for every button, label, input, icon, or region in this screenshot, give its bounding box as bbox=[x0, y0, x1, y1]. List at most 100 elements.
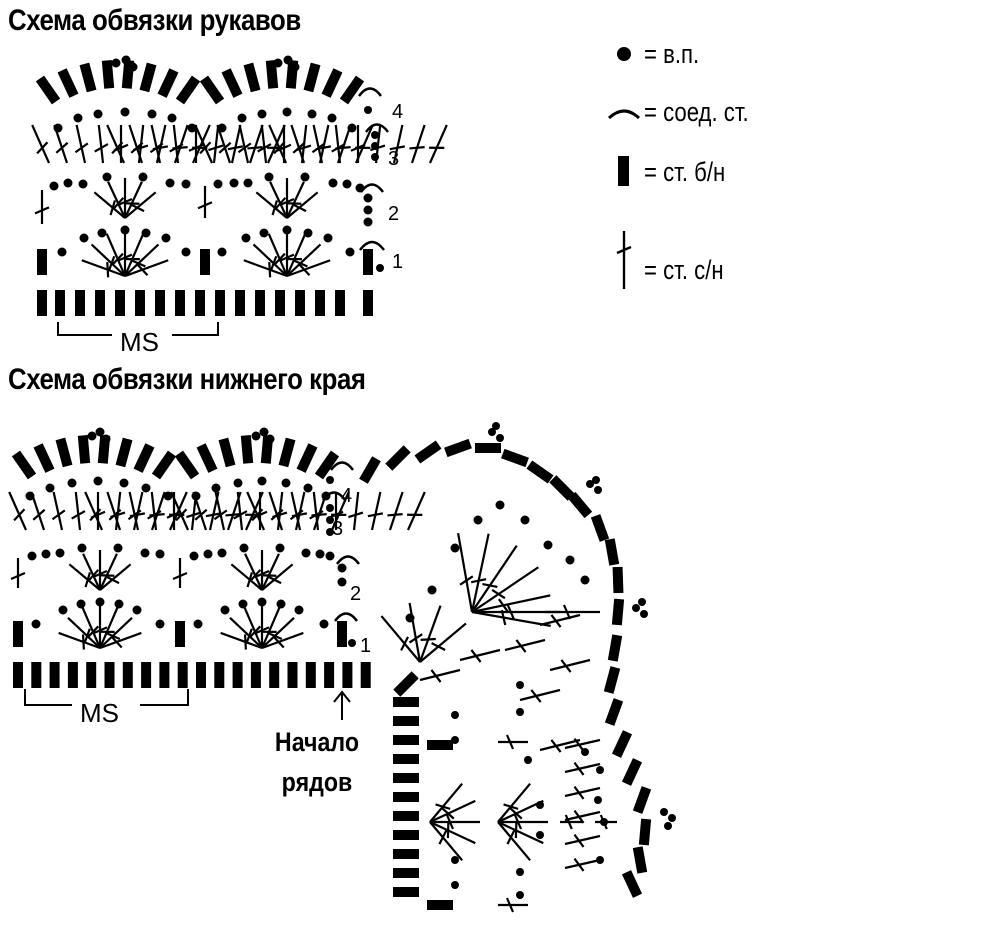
double-crochet-bar bbox=[147, 510, 162, 520]
single-crochet bbox=[37, 249, 47, 275]
single-crochet bbox=[175, 75, 201, 105]
slip-stitch-icon bbox=[604, 82, 644, 142]
row-number-1-b: 1 bbox=[360, 635, 371, 657]
chain-stitch bbox=[237, 113, 247, 123]
double-crochet bbox=[105, 233, 127, 277]
double-crochet-bar bbox=[129, 203, 145, 213]
double-crochet-bar bbox=[420, 637, 436, 641]
chain-stitch bbox=[326, 516, 334, 524]
double-crochet bbox=[429, 782, 463, 823]
start-of-rows-label: Начало рядов bbox=[261, 722, 373, 802]
double-crochet-bar bbox=[498, 598, 509, 613]
double-crochet-bar bbox=[515, 639, 527, 653]
single-crochet bbox=[342, 662, 353, 688]
double-crochet-bar bbox=[269, 255, 278, 271]
double-crochet bbox=[150, 491, 166, 531]
chain-stitch bbox=[257, 476, 267, 486]
single-crochet bbox=[414, 440, 442, 464]
chain-stitch bbox=[67, 478, 77, 488]
double-crochet-bar bbox=[172, 571, 188, 581]
chain-stitch bbox=[58, 605, 68, 615]
double-crochet-bar bbox=[197, 201, 213, 210]
slip-stitch bbox=[334, 612, 358, 622]
chain-stitch bbox=[220, 605, 230, 615]
chain-stitch bbox=[495, 500, 505, 510]
double-crochet bbox=[81, 607, 102, 649]
repeat-bracket-left-2 bbox=[24, 689, 72, 706]
double-crochet bbox=[81, 259, 126, 278]
slip-stitch bbox=[360, 183, 384, 193]
chain-stitch bbox=[371, 153, 379, 161]
slip-stitch bbox=[359, 240, 385, 251]
single-crochet bbox=[214, 662, 225, 688]
chain-stitch bbox=[596, 766, 604, 774]
double-crochet-bar bbox=[573, 833, 585, 848]
single-crochet bbox=[157, 68, 179, 98]
row-number-4: 4 bbox=[392, 101, 403, 123]
single-crochet bbox=[122, 662, 133, 688]
chain-stitch bbox=[347, 123, 357, 133]
double-crochet bbox=[261, 553, 280, 591]
chain-stitch bbox=[283, 55, 293, 65]
single-crochet bbox=[427, 900, 453, 910]
chain-stitch bbox=[586, 480, 594, 488]
double-crochet-bar bbox=[186, 511, 202, 519]
single-crochet bbox=[11, 450, 37, 480]
double-crochet bbox=[419, 622, 467, 663]
double-crochet-bar bbox=[105, 631, 121, 640]
double-crochet-bar bbox=[470, 578, 487, 584]
double-crochet bbox=[128, 124, 144, 164]
double-crochet bbox=[128, 491, 140, 531]
chain-stitch bbox=[213, 179, 223, 189]
single-crochet bbox=[115, 437, 133, 468]
single-crochet bbox=[339, 75, 365, 105]
single-crochet bbox=[393, 716, 419, 726]
chain-stitch bbox=[57, 247, 67, 257]
double-crochet bbox=[98, 607, 119, 649]
single-crochet bbox=[155, 290, 165, 316]
single-crochet bbox=[393, 868, 419, 878]
chain-stitch bbox=[326, 504, 334, 512]
chain-stitch bbox=[163, 491, 173, 501]
double-crochet bbox=[230, 563, 263, 591]
double-crochet bbox=[471, 545, 518, 613]
double-crochet-bar bbox=[92, 569, 108, 579]
single-crochet bbox=[79, 62, 97, 93]
chain-stitch bbox=[120, 225, 130, 235]
chain-stitch bbox=[101, 434, 111, 444]
double-crochet-bar bbox=[94, 143, 109, 153]
chain-stitch bbox=[217, 247, 227, 257]
double-crochet-bar bbox=[83, 628, 91, 644]
double-crochet-bar bbox=[573, 761, 585, 776]
chain-stitch bbox=[516, 868, 524, 876]
double-crochet-bar bbox=[194, 508, 208, 521]
double-crochet-bar bbox=[251, 508, 264, 522]
chain-stitch bbox=[111, 58, 121, 68]
single-crochet bbox=[278, 437, 296, 468]
double-crochet-bar bbox=[550, 739, 562, 753]
double-crochet-bar bbox=[291, 203, 307, 213]
double-crochet bbox=[497, 821, 531, 862]
sleeve-diagram-title: Схема обвязки рукавов bbox=[8, 4, 301, 37]
chain-stitch bbox=[565, 555, 575, 565]
double-crochet-bar bbox=[247, 146, 263, 150]
single-crochet bbox=[13, 621, 23, 647]
double-crochet-bar bbox=[243, 634, 247, 650]
double-crochet-bar bbox=[409, 146, 425, 150]
single-crochet bbox=[638, 818, 652, 846]
single-crochet bbox=[55, 290, 65, 316]
double-crochet bbox=[286, 243, 322, 277]
double-crochet-bar bbox=[503, 803, 519, 810]
chain-stitch bbox=[337, 577, 347, 587]
double-crochet-bar bbox=[506, 830, 516, 845]
single-crochet bbox=[359, 456, 381, 484]
single-crochet bbox=[77, 435, 91, 464]
single-crochet bbox=[135, 290, 145, 316]
double-crochet bbox=[419, 668, 461, 682]
double-crochet-bar bbox=[169, 143, 184, 153]
chain-stitch bbox=[363, 193, 373, 203]
double-crochet bbox=[150, 491, 158, 531]
double-crochet-bar bbox=[199, 141, 212, 155]
double-crochet bbox=[150, 124, 162, 164]
